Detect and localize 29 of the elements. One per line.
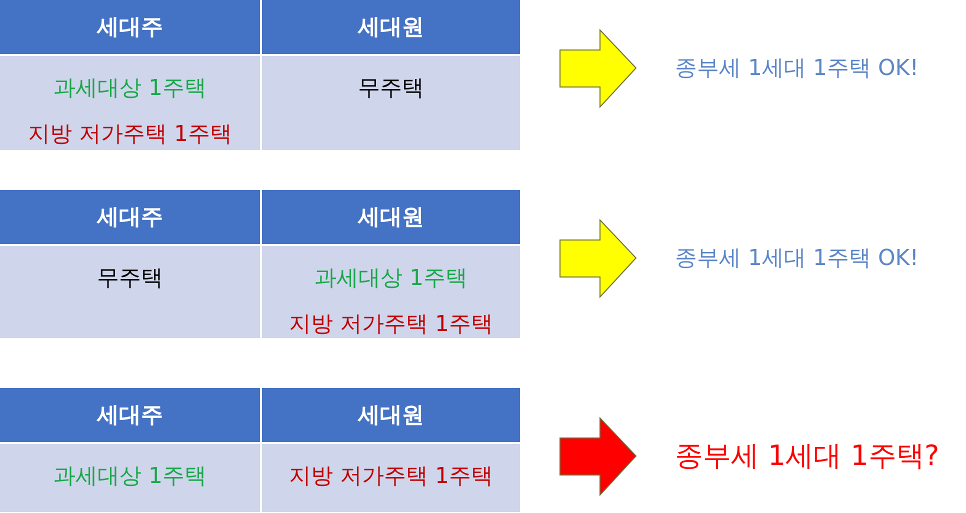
comparison-table — [0, 388, 520, 512]
block-arrow — [560, 28, 637, 108]
housing-status-text: 지방 저가주택 1주택 — [289, 463, 493, 491]
housing-status-text: 무주택 — [97, 265, 163, 293]
housing-status-text: 지방 저가주택 1주택 — [289, 311, 493, 339]
comparison-table — [0, 0, 520, 150]
column-header: 세대주 — [0, 0, 260, 54]
table-body-area — [0, 246, 260, 338]
housing-status-text: 무주택 — [358, 75, 424, 103]
result-text: 종부세 1세대 1주택 OK! — [675, 243, 919, 273]
table-body-area — [262, 246, 520, 338]
column-header: 세대원 — [262, 190, 520, 244]
housing-status-text: 과세대상 1주택 — [54, 463, 206, 491]
table-body-area — [0, 56, 260, 150]
column-header: 세대주 — [0, 190, 260, 244]
column-header: 세대원 — [262, 0, 520, 54]
comparison-table — [0, 190, 520, 338]
result-text: 종부세 1세대 1주택 OK! — [675, 53, 919, 83]
housing-status-text: 과세대상 1주택 — [314, 265, 468, 293]
block-arrow — [560, 218, 637, 298]
block-arrow — [560, 416, 637, 496]
table-body-area — [262, 56, 520, 150]
result-text: 종부세 1세대 1주택? — [675, 437, 940, 475]
table-body-area — [262, 444, 520, 512]
column-header: 세대원 — [262, 388, 520, 442]
housing-status-text: 지방 저가주택 1주택 — [28, 121, 232, 149]
housing-status-text: 과세대상 1주택 — [54, 75, 206, 103]
table-body-area — [0, 444, 260, 512]
column-header: 세대주 — [0, 388, 260, 442]
